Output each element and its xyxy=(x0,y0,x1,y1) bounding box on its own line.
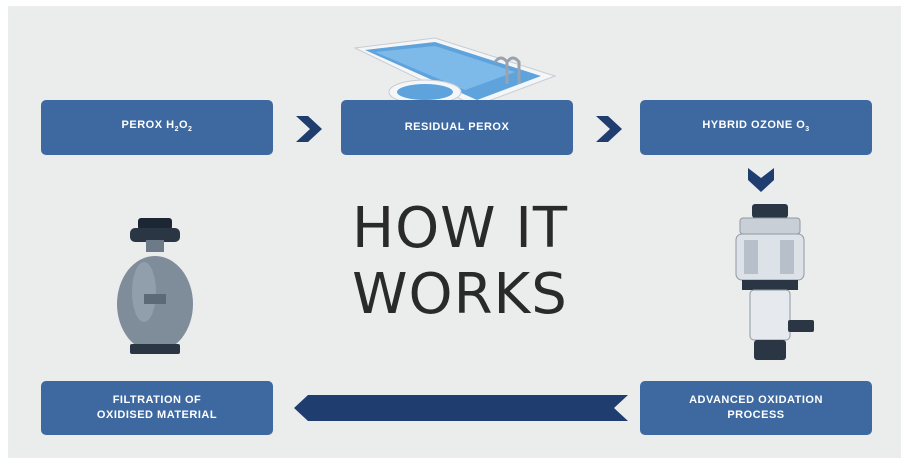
chevron-right-icon xyxy=(596,116,622,142)
title-line-1: HOW IT xyxy=(351,196,569,261)
sand-filter-icon xyxy=(117,218,193,354)
pool-icon xyxy=(353,37,557,107)
step-residual-perox-label: RESIDUAL PEROX xyxy=(404,121,510,133)
step-hybrid-ozone-box: HYBRID OZONE O3 xyxy=(640,100,872,155)
title-line-2: WORKS xyxy=(352,262,568,327)
chevron-down-icon xyxy=(748,168,774,192)
chevron-right-icon xyxy=(296,116,322,142)
diagram-title: HOW IT WORKS xyxy=(300,196,620,328)
step-perox-label: PEROX H2O2 xyxy=(121,119,193,133)
arrow-left-icon xyxy=(294,395,628,421)
step-hybrid-ozone-label: HYBRID OZONE O3 xyxy=(702,119,810,133)
step-residual-perox-box: RESIDUAL PEROX xyxy=(341,100,573,155)
step-perox-box: PEROX H2O2 xyxy=(41,100,273,155)
ozone-unit-icon xyxy=(735,204,814,360)
